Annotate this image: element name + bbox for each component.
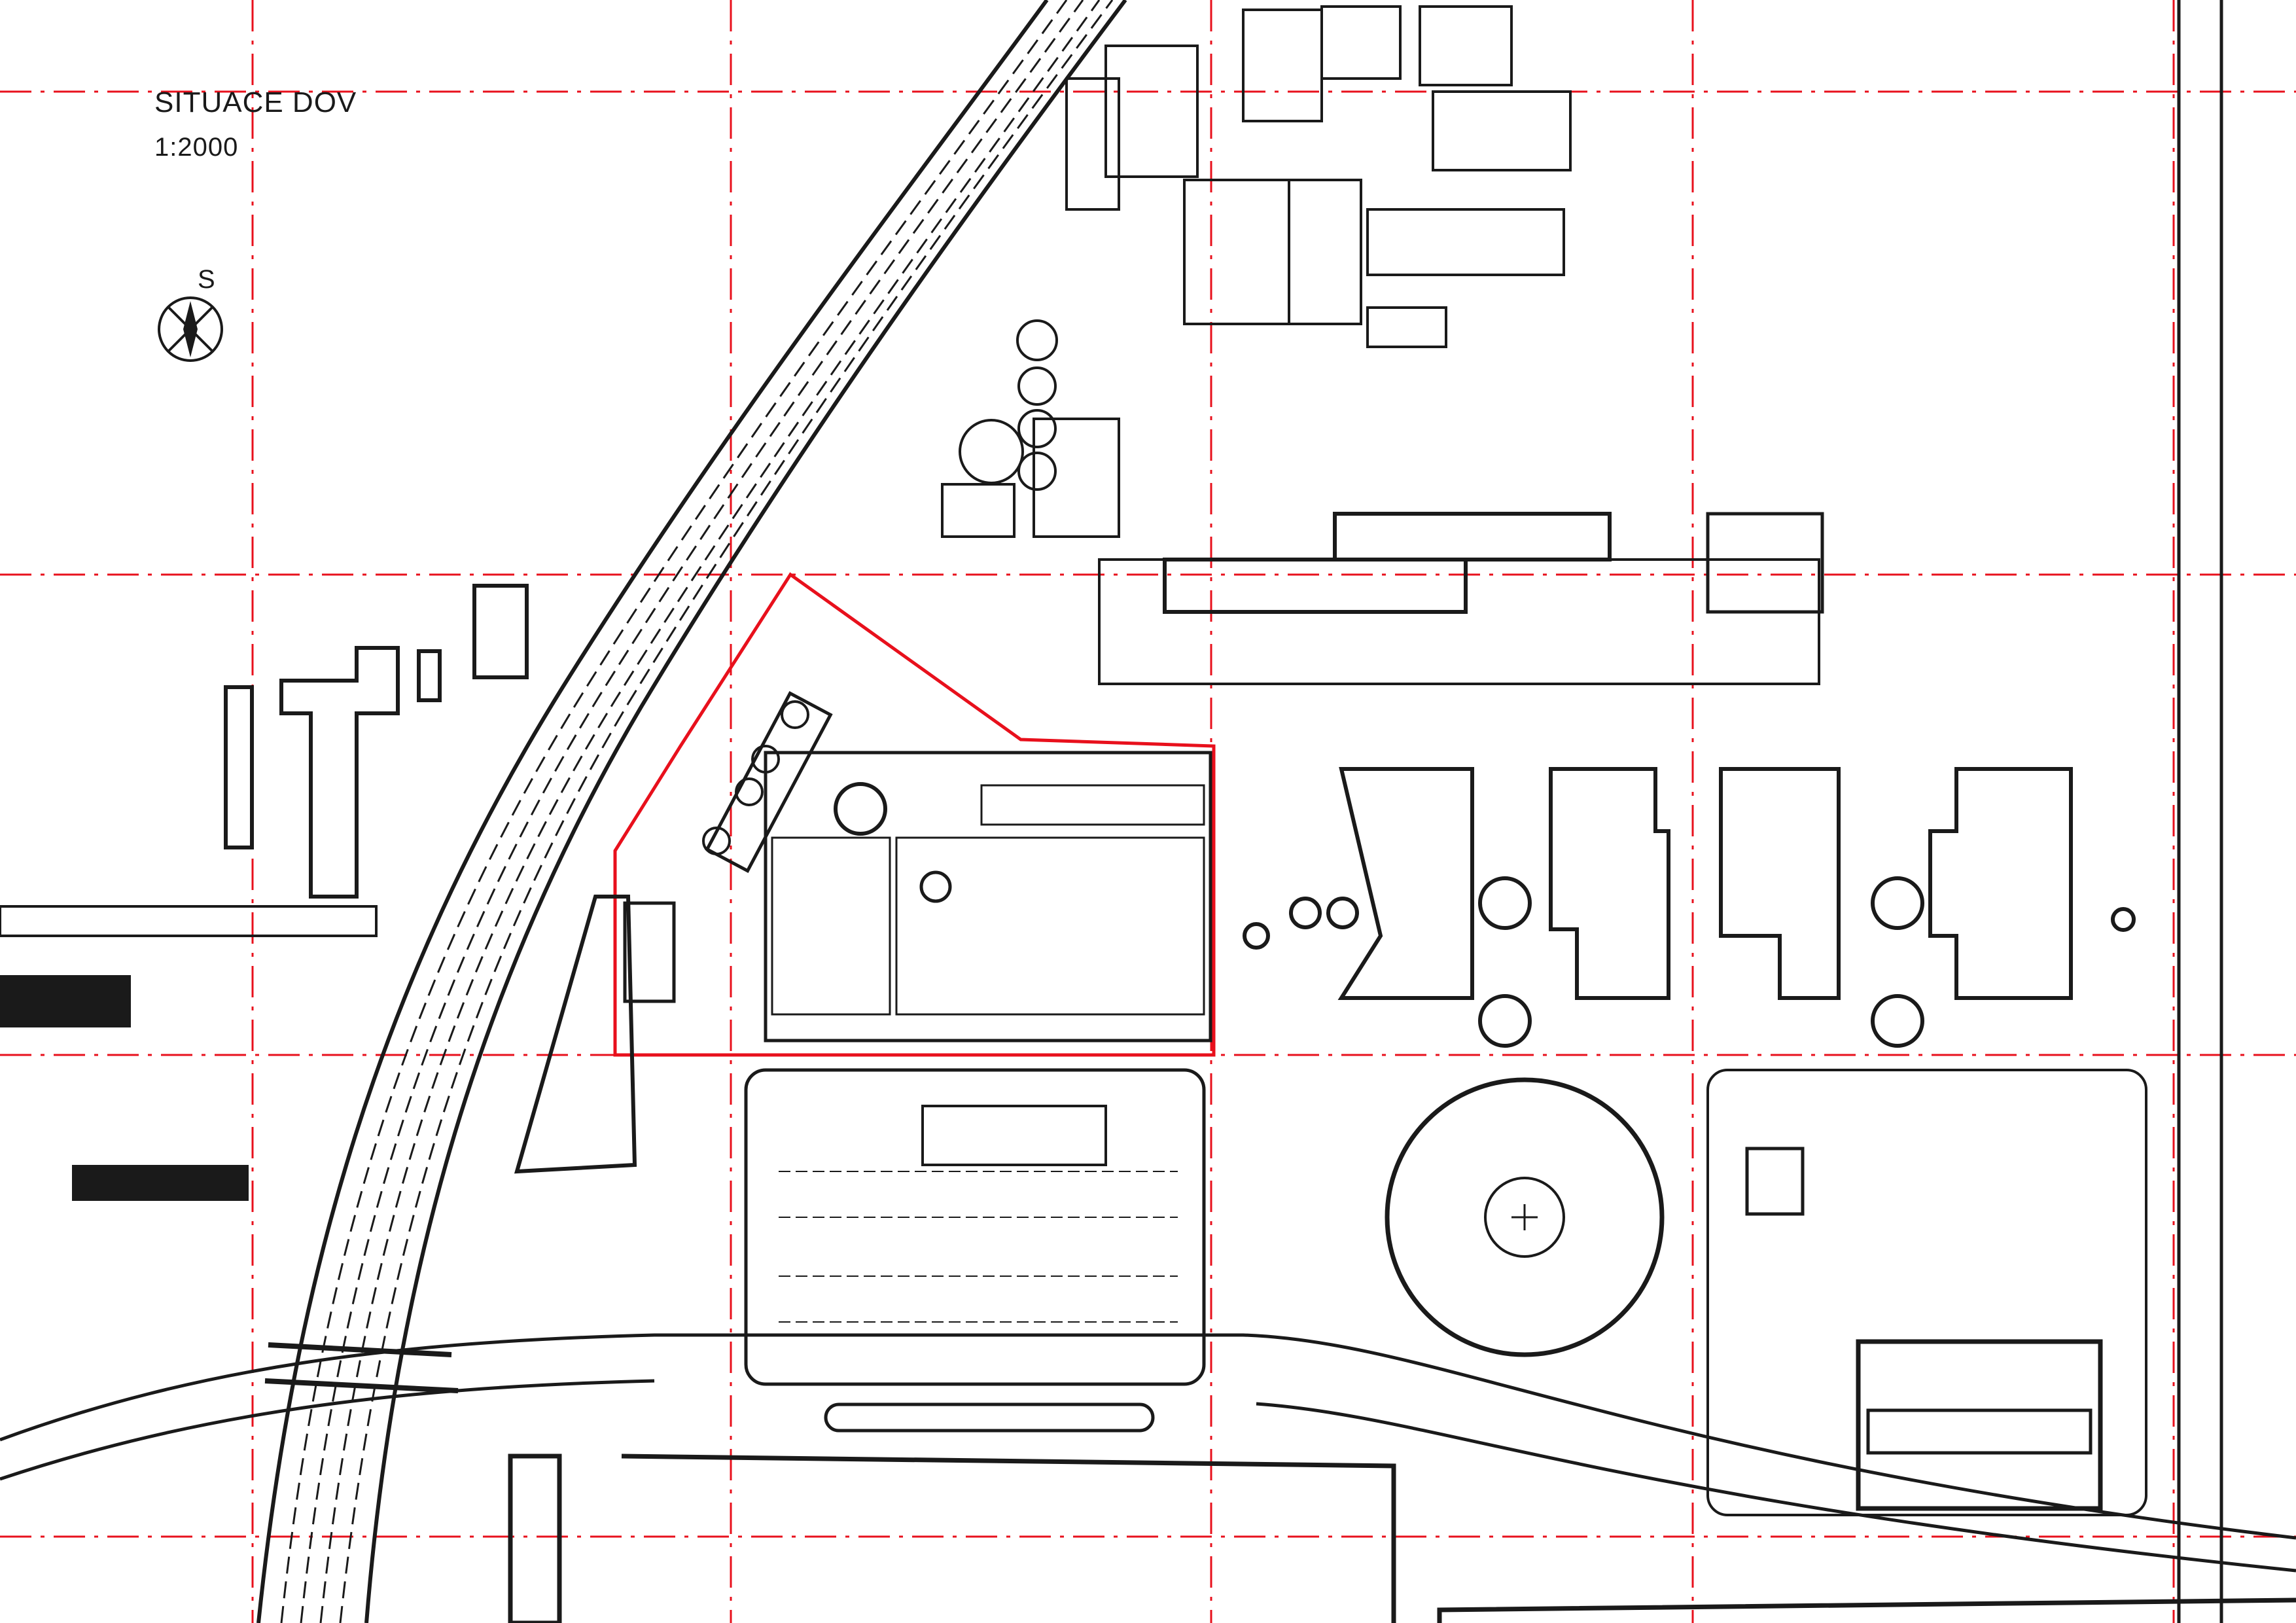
plan-title: SITUACE DOV [154, 86, 357, 118]
western-blocks [0, 584, 529, 1201]
rail-bridge [264, 1342, 459, 1393]
parking-lot [744, 1068, 1206, 1386]
round-building [1385, 1077, 1665, 1357]
building-wedge [514, 895, 637, 1174]
project-site-buildings [623, 690, 1212, 1043]
railway-tracks [256, 0, 1127, 1623]
north-arrow-label: S [198, 265, 215, 294]
plan-scale: 1:2000 [154, 133, 239, 162]
road-median [824, 1402, 1155, 1433]
south-buildings [508, 1454, 2296, 1623]
warehouse-blocks [1337, 767, 2073, 1000]
site-boundary [613, 572, 1216, 1057]
industrial-blocks-north [941, 5, 1572, 538]
south-east-plant [1706, 1069, 2147, 1516]
conveyor-building [1098, 512, 1824, 685]
north-arrow-icon [158, 296, 223, 362]
tank-groups [1243, 876, 2136, 1048]
